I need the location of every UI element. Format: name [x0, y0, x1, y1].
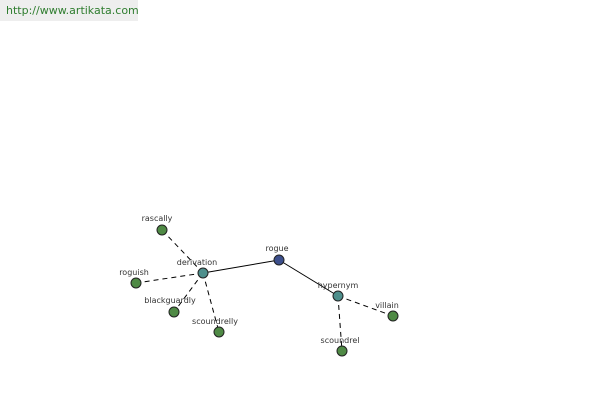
node-hypernym[interactable]: hypernym [318, 281, 359, 302]
edge-rogue-hypernym [278, 259, 339, 297]
node-label-derivation: derivation [177, 258, 217, 267]
node-roguish[interactable]: roguish [119, 268, 149, 289]
node-scoundrelly[interactable]: scoundrelly [192, 317, 238, 338]
node-circle-rascally[interactable] [156, 224, 168, 236]
edge-derivation-blackguardly [173, 272, 204, 313]
node-blackguardly[interactable]: blackguardly [144, 296, 196, 318]
site-url-link[interactable]: http://www.artikata.com [6, 4, 139, 17]
node-label-rascally: rascally [142, 214, 173, 223]
node-label-rogue: rogue [265, 244, 288, 253]
edge-rogue-derivation [202, 259, 280, 274]
node-circle-scoundrel[interactable] [336, 345, 348, 357]
node-circle-hypernym[interactable] [332, 290, 344, 302]
node-label-roguish: roguish [119, 268, 149, 277]
node-circle-rogue[interactable] [273, 254, 285, 266]
node-circle-roguish[interactable] [130, 277, 142, 289]
edge-derivation-scoundrelly [202, 272, 220, 333]
node-circle-derivation[interactable] [197, 267, 209, 279]
edges-layer [135, 229, 394, 352]
node-label-scoundrel: scoundrel [321, 336, 360, 345]
node-circle-blackguardly[interactable] [168, 306, 180, 318]
url-bar: http://www.artikata.com [0, 0, 139, 21]
nodes-layer: rogue derivation hypernym rascally roguish bl… [119, 214, 399, 357]
edge-derivation-roguish [135, 272, 204, 284]
node-label-villain: villain [375, 301, 399, 310]
edge-hypernym-scoundrel [337, 295, 343, 352]
node-rascally[interactable]: rascally [142, 214, 173, 236]
edge-hypernym-villain [337, 295, 394, 317]
node-villain[interactable]: villain [375, 301, 399, 322]
edge-derivation-rascally [161, 229, 204, 274]
node-scoundrel[interactable]: scoundrel [321, 336, 360, 357]
node-label-hypernym: hypernym [318, 281, 359, 290]
node-label-scoundrelly: scoundrelly [192, 317, 238, 326]
node-label-blackguardly: blackguardly [144, 296, 196, 305]
node-circle-scoundrelly[interactable] [213, 326, 225, 338]
node-rogue[interactable]: rogue [265, 244, 289, 266]
node-circle-villain[interactable] [387, 310, 399, 322]
node-derivation[interactable]: derivation [177, 258, 217, 279]
